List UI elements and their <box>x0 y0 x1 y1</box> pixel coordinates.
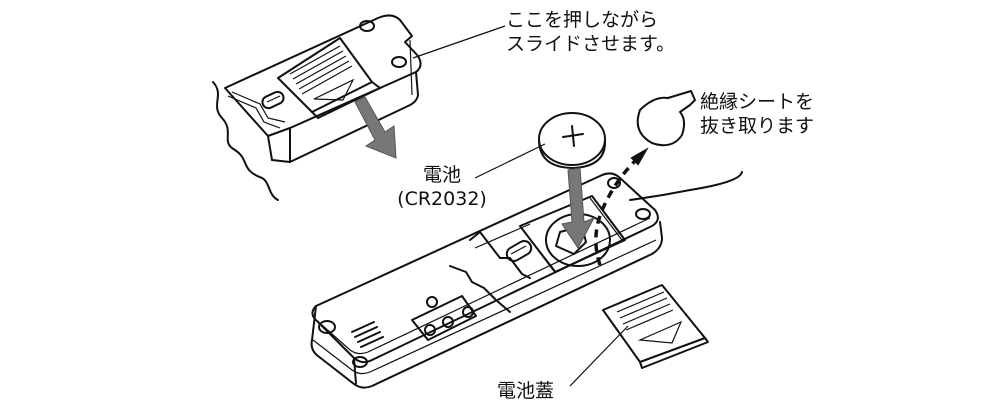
remove-sheet-path <box>594 158 638 266</box>
slide-instruction-line-2: スライドさせます。 <box>506 33 676 55</box>
remote-body <box>310 171 743 389</box>
battery-label: 電池 (CR2032) <box>388 163 496 211</box>
speaker-grille-icon <box>351 321 384 348</box>
battery-label-line-2: (CR2032) <box>397 188 487 210</box>
cover-label-leader <box>569 325 629 387</box>
slide-instruction-line-1: ここを押しながら <box>506 9 659 31</box>
insulation-sheet <box>594 90 696 266</box>
insulation-sheet-label: 絶縁シートを 抜き取ります <box>700 90 814 138</box>
battery-label-line-1: 電池 <box>422 164 461 186</box>
remote-top-view <box>212 14 506 201</box>
battery-label-leader <box>474 143 546 179</box>
slide-direction-arrow <box>354 96 397 159</box>
insulation-sheet-line-2: 抜き取ります <box>700 115 815 137</box>
remove-sheet-arrowhead <box>630 147 649 166</box>
battery-cover <box>569 284 709 387</box>
slide-instruction-label: ここを押しながら スライドさせます。 <box>506 8 675 56</box>
battery-cover-label: 電池蓋 <box>497 380 555 402</box>
coin-battery <box>474 112 607 249</box>
slide-label-leader <box>412 25 506 59</box>
screw-icon <box>424 296 474 336</box>
plus-icon <box>562 133 584 138</box>
insulation-sheet-line-1: 絶縁シートを <box>700 91 815 113</box>
cable <box>629 171 743 201</box>
insert-battery-arrow <box>561 167 596 249</box>
